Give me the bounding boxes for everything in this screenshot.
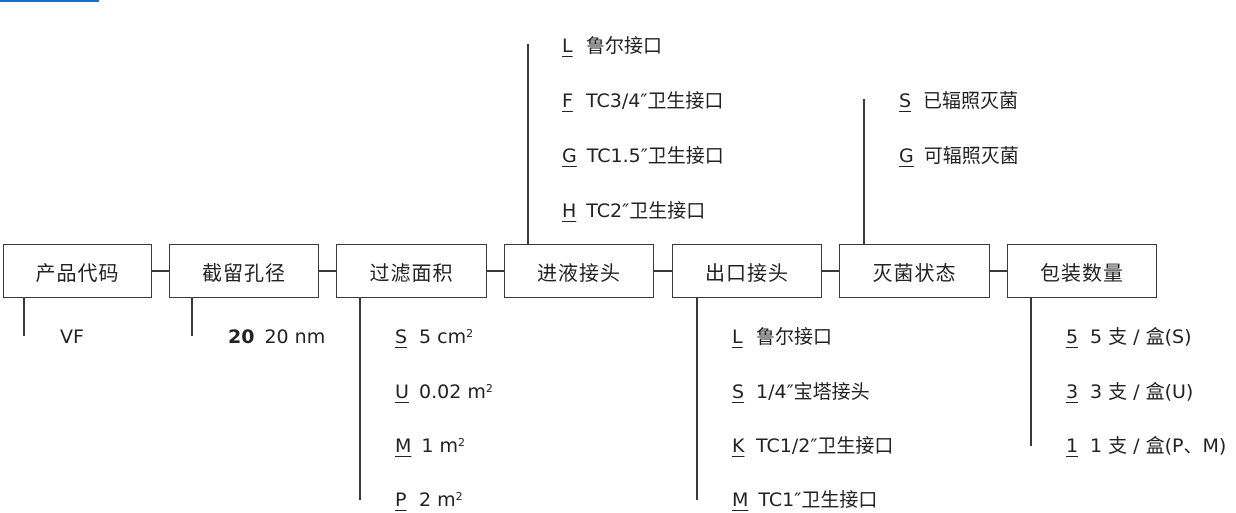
option-code: M xyxy=(395,435,412,457)
connector-line xyxy=(822,270,839,272)
packaging-option: 3 3 支 / 盒(U) xyxy=(1066,380,1193,404)
option-desc: TC3/4″卫生接口 xyxy=(586,90,724,112)
option-code: G xyxy=(899,145,914,167)
pore-size-option: 20 20 nm xyxy=(228,325,325,349)
option-code: P xyxy=(395,489,407,511)
branch-line-packaging xyxy=(1030,298,1032,446)
option-desc: 5 cm xyxy=(419,326,467,348)
option-code: S xyxy=(732,381,745,403)
option-sup: 2 xyxy=(458,436,466,449)
packaging-option: 1 1 支 / 盒(P、M) xyxy=(1066,434,1226,458)
option-code: 1 xyxy=(1066,435,1079,457)
option-desc: 1 支 / 盒(P、M) xyxy=(1090,435,1227,457)
option-code: M xyxy=(732,489,749,511)
option-desc: 可辐照灭菌 xyxy=(923,145,1019,167)
option-desc: TC1/2″卫生接口 xyxy=(756,435,894,457)
branch-line-filter-area xyxy=(359,298,361,500)
option-desc: 20 nm xyxy=(264,326,326,348)
option-desc: TC1″卫生接口 xyxy=(758,489,878,511)
option-desc: TC1.5″卫生接口 xyxy=(586,145,724,167)
option-desc: 0.02 m xyxy=(419,381,486,403)
inlet-option: H TC2″卫生接口 xyxy=(562,199,705,223)
option-desc: 鲁尔接口 xyxy=(586,35,663,57)
option-sup: 2 xyxy=(466,327,474,340)
packaging-option: 5 5 支 / 盒(S) xyxy=(1066,325,1192,349)
option-code: S xyxy=(395,326,408,348)
outlet-option: L 鲁尔接口 xyxy=(732,325,832,349)
connector-line xyxy=(487,270,504,272)
connector-line xyxy=(654,270,672,272)
top-accent-line xyxy=(0,0,99,2)
box-inlet: 进液接头 xyxy=(504,244,654,298)
option-code: H xyxy=(562,200,577,222)
option-desc: 2 m xyxy=(419,489,456,511)
connector-line xyxy=(990,270,1007,272)
outlet-option: K TC1/2″卫生接口 xyxy=(732,434,893,458)
outlet-option: M TC1″卫生接口 xyxy=(732,488,877,512)
option-sup: 2 xyxy=(455,490,463,503)
option-code: 20 xyxy=(228,326,255,348)
filter-area-option: S 5 cm2 xyxy=(395,325,473,349)
branch-line-inlet xyxy=(527,44,529,244)
option-code: F xyxy=(562,90,573,112)
option-desc: 1 m xyxy=(421,435,459,457)
connector-line xyxy=(152,270,169,272)
filter-area-option: M 1 m2 xyxy=(395,434,465,458)
box-packaging: 包装数量 xyxy=(1007,244,1157,298)
option-desc: 5 支 / 盒(S) xyxy=(1090,326,1192,348)
option-desc: 3 支 / 盒(U) xyxy=(1090,381,1194,403)
filter-area-option: U 0.02 m2 xyxy=(395,380,493,404)
sterilization-option: G 可辐照灭菌 xyxy=(899,144,1019,168)
option-code: U xyxy=(395,381,409,403)
branch-line-pore-size xyxy=(191,298,193,336)
option-sup: 2 xyxy=(485,382,493,395)
box-sterilization: 灭菌状态 xyxy=(839,244,990,298)
option-code: L xyxy=(732,326,743,348)
option-code: K xyxy=(732,435,745,457)
option-desc: 1/4″宝塔接头 xyxy=(756,381,870,403)
filter-area-option: P 2 m2 xyxy=(395,488,463,512)
option-code: S xyxy=(899,90,912,112)
connector-line xyxy=(319,270,336,272)
option-code: 5 xyxy=(1066,326,1079,348)
inlet-option: F TC3/4″卫生接口 xyxy=(562,89,723,113)
box-filter-area: 过滤面积 xyxy=(336,244,487,298)
box-pore-size: 截留孔径 xyxy=(169,244,319,298)
option-code: G xyxy=(562,145,577,167)
outlet-option: S 1/4″宝塔接头 xyxy=(732,380,870,404)
option-desc: 鲁尔接口 xyxy=(756,326,833,348)
branch-line-sterilization xyxy=(863,99,865,244)
box-product-code: 产品代码 xyxy=(3,244,152,298)
option-desc: TC2″卫生接口 xyxy=(586,200,706,222)
option-code: 3 xyxy=(1066,381,1079,403)
box-outlet: 出口接头 xyxy=(672,244,822,298)
branch-line-product-code xyxy=(23,298,25,336)
option-desc: 已辐照灭菌 xyxy=(923,90,1019,112)
product-code-value: VF xyxy=(60,326,84,348)
sterilization-option: S 已辐照灭菌 xyxy=(899,89,1018,113)
inlet-option: L 鲁尔接口 xyxy=(562,34,662,58)
inlet-option: G TC1.5″卫生接口 xyxy=(562,144,724,168)
option-code: L xyxy=(562,35,573,57)
branch-line-outlet xyxy=(696,298,698,500)
